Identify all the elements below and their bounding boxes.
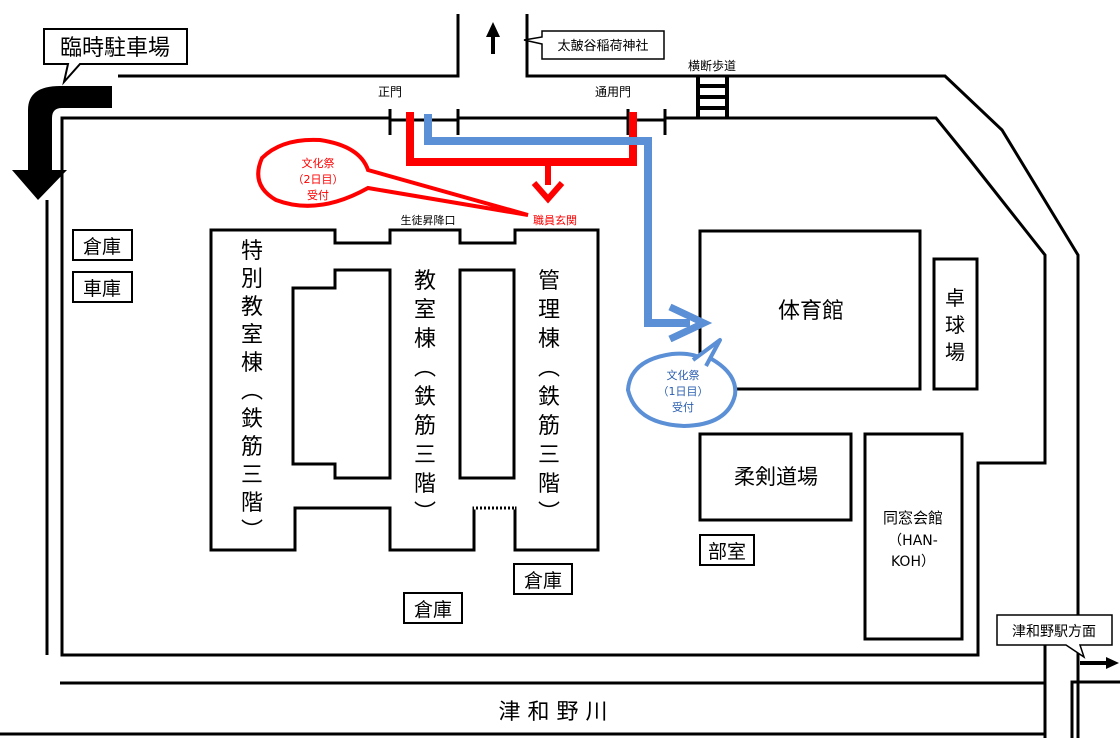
special-building-text: 特別教室棟︵鉄筋三階︶: [241, 239, 263, 544]
alumni-hall-line2: （HAN-: [888, 533, 938, 549]
parking-callout: [43, 28, 188, 86]
shrine-callout: [523, 30, 665, 60]
parking-direction-arrow-icon: [12, 86, 112, 200]
route-day2: [406, 112, 637, 204]
table-tennis-box: [932, 257, 979, 391]
roads: [0, 14, 1120, 738]
admin-building-label: 管理棟︵鉄筋三階︶: [538, 269, 560, 526]
crosswalk-label: 横断歩道: [688, 58, 736, 73]
parking-label: 臨時駐車場: [60, 36, 170, 61]
admin-building-text: 管理棟︵鉄筋三階︶: [538, 269, 560, 526]
storage-west-label: 倉庫: [83, 236, 121, 258]
storage-south-left-box: [403, 592, 463, 624]
club-room-label: 部室: [708, 541, 746, 563]
festival-day2-callout: 文化祭 （2日目） 受付: [256, 137, 529, 217]
festival-day1-line1: 文化祭: [667, 368, 700, 382]
student-entrance-label: 生徒昇降口: [401, 213, 456, 227]
dojo-box: [698, 432, 853, 522]
courtyard-right: [458, 268, 516, 480]
festival-day1-line3: 受付: [672, 401, 694, 414]
special-building-label: 特別教室棟︵鉄筋三階︶: [241, 239, 263, 544]
road-upper-left: [118, 14, 460, 78]
storage-south-right-box: [513, 563, 573, 595]
alumni-hall-line1: 同窓会館: [883, 509, 943, 527]
dojo-label: 柔剣道場: [734, 465, 818, 489]
festival-day2-line3: 受付: [307, 189, 329, 202]
station-arrow-icon: [1080, 657, 1119, 669]
road-east-stub: [1070, 680, 1120, 738]
river-label: 津 和 野 川: [499, 700, 608, 725]
table-tennis-text: 卓球場: [945, 286, 965, 364]
garage-box: [72, 271, 133, 303]
storage-west-box: [72, 229, 133, 261]
festival-day1-line2: （1日目）: [658, 385, 709, 398]
gym-label: 体育館: [778, 299, 844, 324]
festival-day2-line1: 文化祭: [302, 156, 335, 170]
main-gate-label: 正門: [378, 85, 402, 99]
station-callout: [996, 614, 1113, 659]
club-room-box: [699, 534, 755, 566]
alumni-hall-box: [863, 432, 964, 641]
station-direction-label: 津和野駅方面: [1012, 624, 1096, 640]
festival-day2-line2: （2日目）: [293, 173, 344, 186]
storage-south-left-label: 倉庫: [414, 599, 452, 621]
festival-day1-callout: 文化祭 （1日目） 受付: [625, 338, 738, 429]
table-tennis-label: 卓球場: [945, 286, 965, 364]
gym-box: [698, 229, 922, 391]
service-gate-label: 通用門: [595, 85, 631, 99]
courtyard-left: [291, 268, 392, 480]
storage-south-right-label: 倉庫: [524, 570, 562, 592]
road-upper-right: [525, 14, 1080, 738]
alumni-hall-line3: KOH）: [891, 554, 935, 570]
classroom-building-label: 教室棟︵鉄筋三階︶: [414, 269, 436, 526]
shrine-label: 太皷谷稲荷神社: [557, 38, 648, 54]
crosswalk-icon: [696, 76, 729, 118]
classroom-building-text: 教室棟︵鉄筋三階︶: [414, 269, 436, 526]
north-arrow-icon: [486, 22, 500, 54]
garage-label: 車庫: [83, 278, 121, 300]
gates: [388, 109, 667, 135]
staff-entrance-label: 職員玄関: [533, 213, 577, 227]
